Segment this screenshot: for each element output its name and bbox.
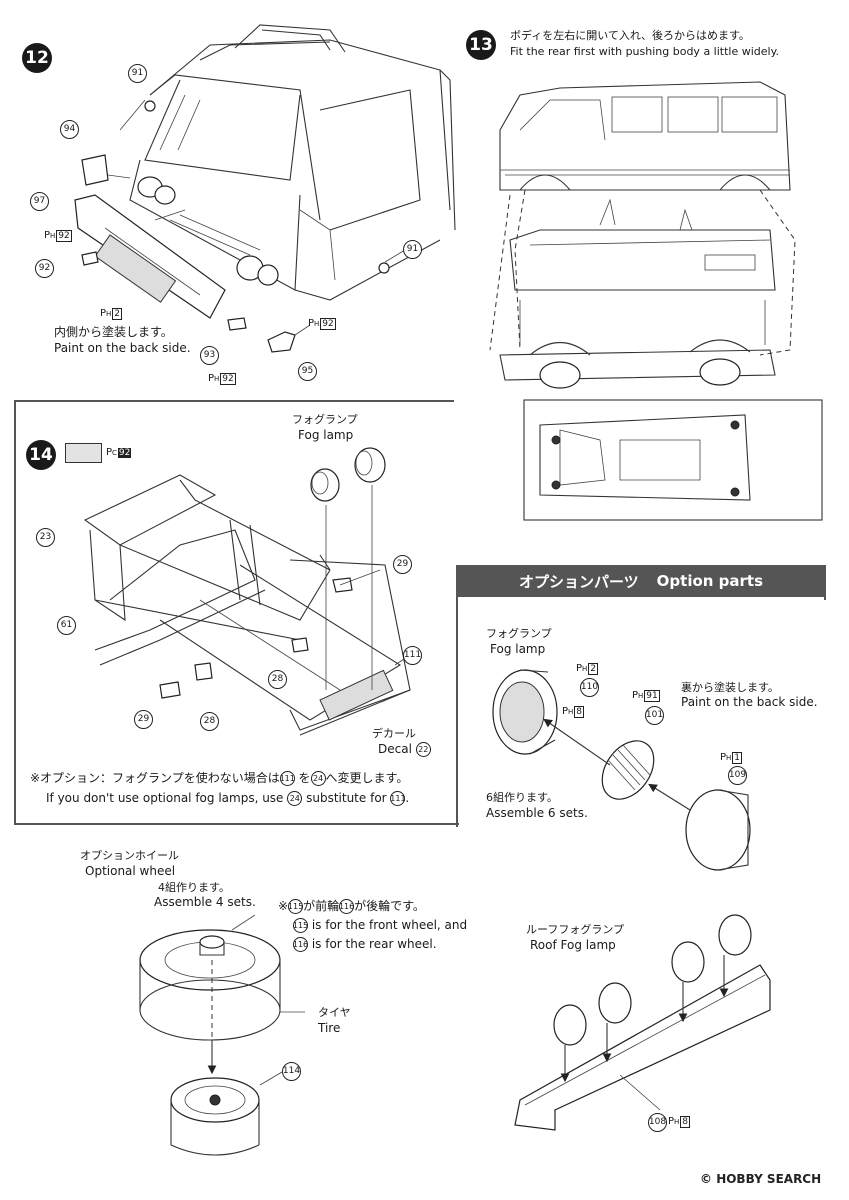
step-12-number: 12 — [22, 43, 52, 73]
step-14-number: 14 — [26, 440, 56, 470]
wheel-assemble-jp: 4組作ります。 — [158, 881, 230, 894]
part-number-95: 95 — [298, 362, 317, 381]
part-number-61: 61 — [57, 616, 76, 635]
step14-decal-jp: デカール — [372, 727, 416, 740]
wheel-note-line2: 115 is for the front wheel, and — [292, 918, 468, 933]
option-fog-jp: フォグランプ — [486, 627, 552, 640]
part-number-28-left: 28 — [200, 712, 219, 731]
part-number-97: 97 — [30, 192, 49, 211]
option-back-paint-en: Paint on the back side. — [681, 695, 818, 709]
divider-horizontal-mid — [14, 400, 454, 402]
step-13-number: 13 — [466, 30, 496, 60]
copyright-mark: © — [700, 1172, 712, 1186]
step13-note-en: Fit the rear first with pushing body a l… — [510, 45, 780, 58]
wheel-tire-en: Tire — [318, 1021, 341, 1035]
step14-fog-jp: フォグランプ — [292, 413, 358, 426]
part-number-23: 23 — [36, 528, 55, 547]
part-number-93: 93 — [200, 346, 219, 365]
option-fog-en: Fog lamp — [490, 642, 546, 656]
step14-grille-guard-drawing — [83, 447, 411, 736]
part-number-91-top: 91 — [128, 64, 147, 83]
divider-vertical-option — [456, 565, 458, 827]
part-number-92: 92 — [35, 259, 54, 278]
part-number-28-right: 28 — [268, 670, 287, 689]
roof-title-jp: ルーフフォグランプ — [526, 923, 625, 936]
part-number-29-right: 29 — [393, 555, 412, 574]
wheel-title-en: Optional wheel — [85, 864, 176, 878]
part-number-101: 101 — [645, 706, 664, 725]
part-number-29-left: 29 — [134, 710, 153, 729]
step14-fog-en: Fog lamp — [298, 428, 354, 442]
wheel-assemble-en: Assemble 4 sets. — [154, 895, 256, 909]
divider-horizontal-lower — [14, 823, 459, 825]
part-number-91-side: 91 — [403, 240, 422, 259]
option-parts-header: オプションパーツ Option parts — [456, 565, 826, 597]
option-assemble-jp: 6組作ります。 — [486, 791, 558, 804]
option-back-paint-jp: 裏から塗装します。 — [681, 681, 779, 694]
roof-fog-lamp-drawing — [514, 914, 771, 1131]
option-fog-lamp-drawing — [492, 669, 751, 871]
part-number-111: 111 — [403, 646, 422, 665]
hobby-search-logo: © HOBBY SEARCH — [700, 1172, 821, 1186]
paint-swatch-grey — [65, 443, 102, 463]
option-parts-header-jp: オプションパーツ — [518, 572, 639, 591]
roof-title-en: Roof Fog lamp — [530, 938, 616, 952]
part-number-110: 110 — [580, 678, 599, 697]
wheel-note-line1: ※115が前輪116が後輪です。 — [278, 899, 425, 914]
part-number-94: 94 — [60, 120, 79, 139]
part-number-114: 114 — [282, 1062, 301, 1081]
wheel-note-line3: 116 is for the rear wheel. — [292, 937, 437, 952]
step12-note-en: Paint on the back side. — [54, 341, 191, 355]
divider-vertical-left — [14, 400, 16, 825]
part-number-108: 108 — [648, 1113, 667, 1132]
hobby-search-text: HOBBY SEARCH — [716, 1172, 822, 1186]
step14-decal-en: Decal 22 — [378, 742, 431, 757]
wheel-title-jp: オプションホイール — [80, 849, 179, 862]
step13-note-jp: ボディを左右に開いて入れ、後ろからはめます。 — [510, 29, 750, 42]
step13-van-side-drawing — [489, 81, 823, 521]
option-assemble-en: Assemble 6 sets. — [486, 806, 588, 820]
step12-note-jp: 内側から塗装します。 — [54, 325, 173, 339]
option-parts-header-en: Option parts — [656, 572, 764, 590]
part-number-109: 109 — [728, 766, 747, 785]
option-wheel-drawing — [139, 914, 305, 1156]
step14-option-note-en: If you don't use optional fog lamps, use… — [46, 791, 410, 806]
step12-van-front-drawing — [74, 24, 456, 353]
wheel-tire-jp: タイヤ — [318, 1006, 351, 1019]
